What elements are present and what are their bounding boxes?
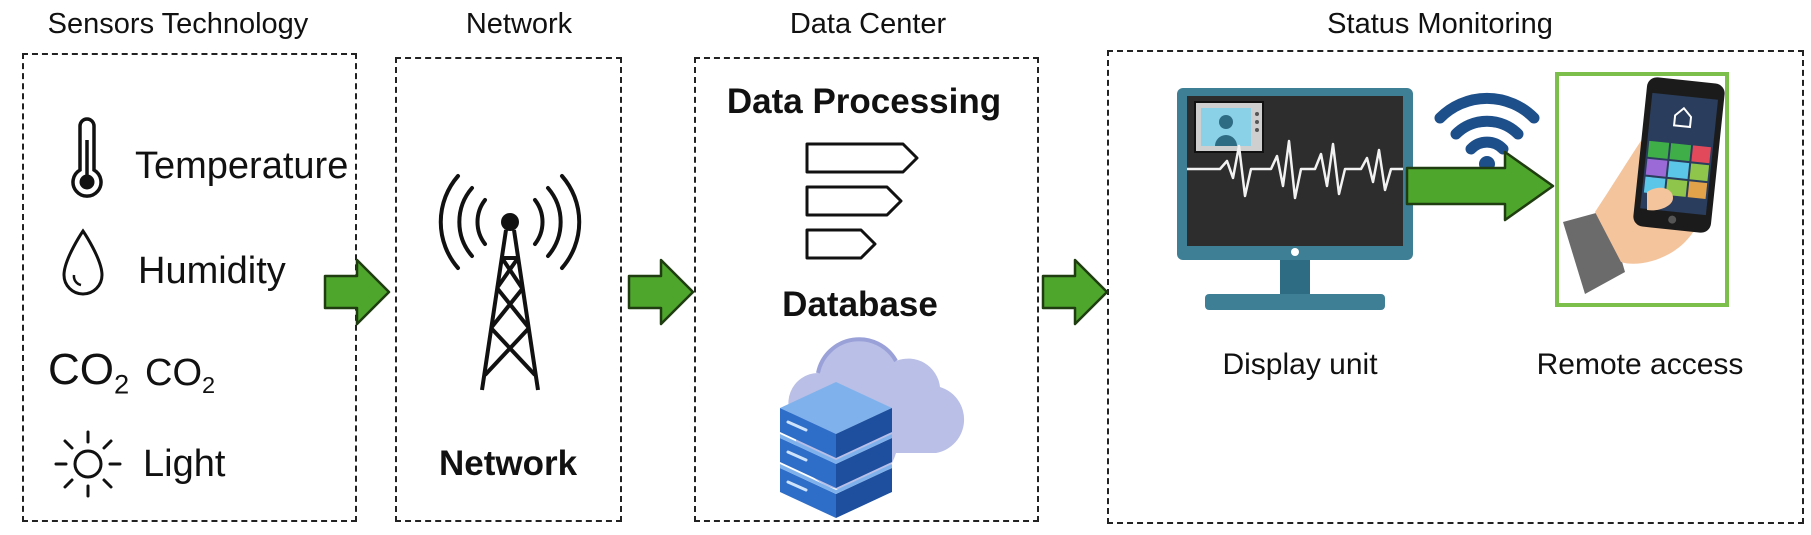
processing-steps-icon xyxy=(805,142,919,260)
network-label: Network xyxy=(438,444,578,483)
sun-icon xyxy=(54,430,122,498)
thermometer-icon xyxy=(71,117,103,198)
arrow-datacenter-to-monitoring xyxy=(1041,258,1109,326)
sensor-label-light: Light xyxy=(143,443,226,485)
datacenter-panel-title: Data Center xyxy=(789,8,947,40)
cloud-database-icon xyxy=(780,337,965,518)
arrow-display-to-remote xyxy=(1405,150,1555,222)
data-processing-label: Data Processing xyxy=(726,82,1002,121)
sensor-label-co2: CO2 xyxy=(145,352,216,399)
display-unit-caption: Display unit xyxy=(1222,348,1378,381)
sensor-label-humidity: Humidity xyxy=(138,250,286,292)
co2-icon: CO2 xyxy=(48,345,130,400)
smartphone-hand-icon xyxy=(1555,72,1729,307)
database-label: Database xyxy=(782,285,938,324)
network-panel xyxy=(395,57,622,522)
remote-access-caption: Remote access xyxy=(1536,348,1744,381)
display-monitor-icon xyxy=(1177,88,1413,310)
monitoring-panel xyxy=(1107,50,1804,524)
arrow-sensors-to-network xyxy=(323,258,391,326)
droplet-icon xyxy=(62,228,104,296)
sensor-label-temperature: Temperature xyxy=(135,145,349,187)
wifi-icon xyxy=(1434,92,1540,172)
datacenter-panel xyxy=(694,57,1039,522)
arrow-network-to-datacenter xyxy=(627,258,695,326)
sensors-panel-title: Sensors Technology xyxy=(47,8,309,40)
monitoring-panel-title: Status Monitoring xyxy=(1327,8,1553,40)
network-panel-title: Network xyxy=(465,8,573,40)
network-tower-icon xyxy=(438,174,582,391)
